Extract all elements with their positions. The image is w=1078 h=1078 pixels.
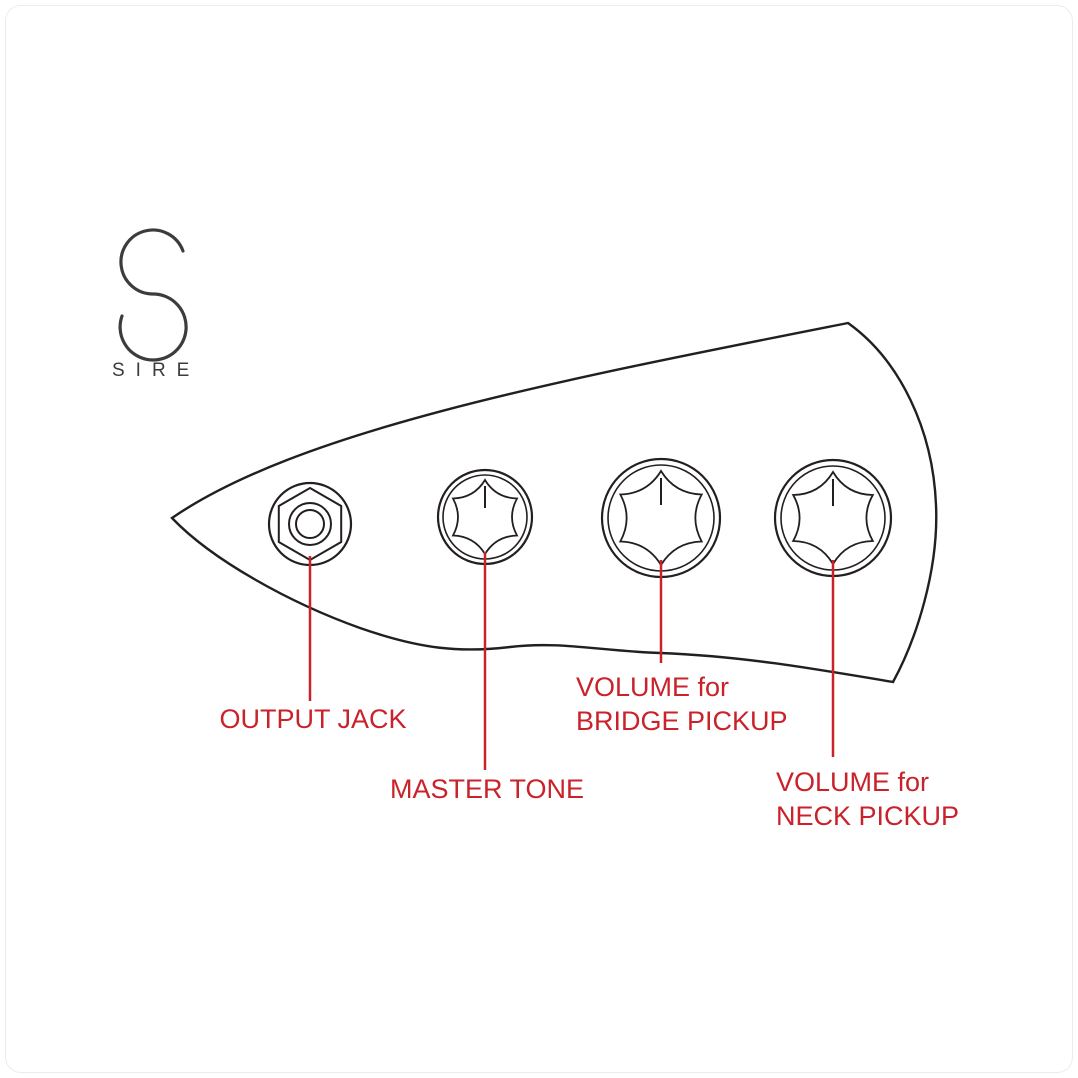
label-volume-neck-line2: NECK PICKUP — [776, 801, 959, 831]
control-plate-outline — [170, 321, 938, 684]
label-volume-bridge-line1: VOLUME for — [576, 672, 729, 702]
callout-labels: OUTPUT JACK MASTER TONE VOLUME for BRIDG… — [219, 672, 959, 831]
knob-body — [773, 458, 893, 578]
knob-volume-neck — [773, 458, 893, 578]
line-art — [170, 321, 938, 684]
jack-outer-ring — [267, 481, 353, 567]
jack-hole — [295, 509, 325, 539]
knob-master-tone — [436, 468, 534, 566]
label-volume-bridge-line2: BRIDGE PICKUP — [576, 706, 788, 736]
jack-sleeve-circle — [288, 502, 332, 546]
knob-body — [600, 457, 722, 579]
label-master-tone: MASTER TONE — [390, 774, 584, 804]
sire-logo: SIRE — [112, 228, 200, 381]
knob-volume-bridge — [600, 457, 722, 579]
knob-body — [436, 468, 534, 566]
sire-s-logo-mark — [118, 228, 188, 362]
callout-lines — [308, 552, 835, 770]
label-output-jack: OUTPUT JACK — [219, 704, 406, 734]
output-jack — [267, 481, 353, 567]
label-volume-neck-line1: VOLUME for — [776, 767, 929, 797]
brand-wordmark: SIRE — [112, 360, 200, 381]
